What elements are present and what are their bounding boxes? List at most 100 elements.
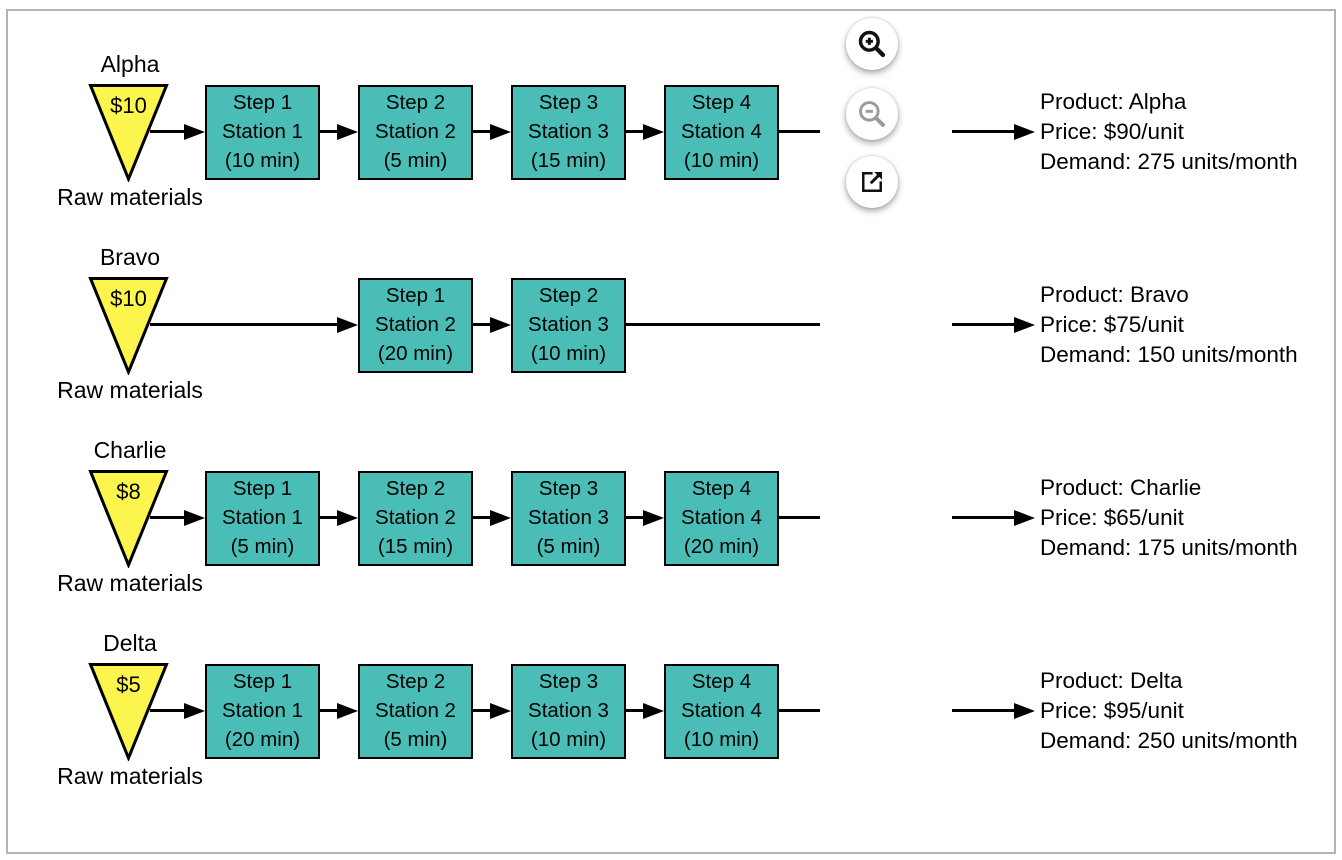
station-label: Station 4: [681, 120, 762, 143]
connector-line: [952, 709, 1014, 712]
price-line: Price: $95/unit: [1040, 698, 1184, 723]
product-line: Product: Delta: [1040, 668, 1183, 693]
process-step-box: Step 1 Station 1 (20 min): [205, 664, 320, 759]
raw-materials-label: Raw materials: [57, 763, 203, 789]
station-label: Station 4: [681, 506, 762, 529]
time-label: (20 min): [683, 535, 760, 558]
product-info: Product: Charlie Price: $65/unit Demand:…: [1040, 473, 1298, 563]
open-external-button[interactable]: [846, 156, 898, 208]
product-name-label: Alpha: [100, 51, 160, 77]
connector-line: [150, 130, 184, 133]
arrowhead: [1014, 124, 1035, 140]
raw-material-cost: $8: [116, 479, 141, 504]
time-label: (5 min): [383, 728, 448, 751]
connector-line: [320, 709, 337, 712]
raw-materials-triangle-icon: [88, 470, 169, 568]
raw-material-cost: $10: [110, 286, 147, 311]
product-info: Product: Bravo Price: $75/unit Demand: 1…: [1040, 280, 1298, 370]
demand-line: Demand: 275 units/month: [1040, 149, 1298, 174]
diagram-frame: [6, 9, 1336, 854]
arrowhead: [184, 124, 205, 140]
arrowhead: [1014, 703, 1035, 719]
process-step-box: Step 3 Station 3 (5 min): [511, 471, 626, 566]
connector-line: [473, 709, 490, 712]
process-step-box: Step 2 Station 2 (5 min): [358, 664, 473, 759]
station-label: Station 3: [528, 699, 609, 722]
arrowhead: [337, 124, 358, 140]
step-label: Step 1: [385, 284, 446, 307]
station-label: Station 3: [528, 506, 609, 529]
process-step-box: Step 1 Station 1 (5 min): [205, 471, 320, 566]
connector-line: [626, 323, 820, 326]
process-step-box: Step 1 Station 2 (20 min): [358, 278, 473, 373]
raw-materials-triangle-icon: [88, 277, 169, 375]
raw-materials-triangle-icon: [88, 84, 169, 182]
arrowhead: [643, 703, 664, 719]
station-label: Station 3: [528, 313, 609, 336]
connector-line: [779, 130, 820, 133]
arrowhead: [643, 510, 664, 526]
product-line: Product: Alpha: [1040, 89, 1187, 114]
product-name-label: Delta: [103, 630, 157, 656]
demand-line: Demand: 175 units/month: [1040, 535, 1298, 560]
lane-bravo: Bravo $10 Raw materials Step 1 Station 2…: [0, 244, 1342, 403]
zoom-in-icon: [858, 30, 886, 58]
process-step-box: Step 2 Station 3 (10 min): [511, 278, 626, 373]
connector-line: [473, 323, 490, 326]
process-step-box: Step 1 Station 1 (10 min): [205, 85, 320, 180]
station-label: Station 1: [222, 120, 303, 143]
zoom-in-button[interactable]: [846, 18, 898, 70]
step-label: Step 4: [691, 477, 752, 500]
arrowhead: [643, 124, 664, 140]
connector-line: [626, 130, 643, 133]
time-label: (15 min): [377, 535, 454, 558]
connector-line: [779, 516, 820, 519]
raw-materials-label: Raw materials: [57, 570, 203, 596]
time-label: (10 min): [683, 149, 760, 172]
step-label: Step 1: [232, 477, 293, 500]
price-line: Price: $65/unit: [1040, 505, 1184, 530]
product-name-label: Bravo: [99, 244, 161, 270]
connector-line: [626, 516, 643, 519]
step-label: Step 1: [232, 670, 293, 693]
station-label: Station 3: [528, 120, 609, 143]
arrowhead: [490, 124, 511, 140]
time-label: (10 min): [224, 149, 301, 172]
open-external-icon: [862, 172, 882, 192]
raw-material-cost: $5: [116, 672, 141, 697]
step-label: Step 2: [538, 284, 599, 307]
time-label: (15 min): [530, 149, 607, 172]
raw-materials-triangle-icon: [88, 663, 169, 761]
station-label: Station 4: [681, 699, 762, 722]
station-label: Station 2: [375, 506, 456, 529]
process-step-box: Step 4 Station 4 (20 min): [664, 471, 779, 566]
step-label: Step 1: [232, 91, 293, 114]
arrowhead: [337, 703, 358, 719]
arrowhead: [184, 510, 205, 526]
station-label: Station 1: [222, 699, 303, 722]
raw-material-cost: $10: [110, 93, 147, 118]
time-label: (5 min): [536, 535, 601, 558]
time-label: (5 min): [383, 149, 448, 172]
station-label: Station 1: [222, 506, 303, 529]
product-line: Product: Charlie: [1040, 475, 1202, 500]
lane-alpha: Alpha $10 Raw materials Step 1 Station 1…: [0, 51, 1342, 210]
connector-line: [473, 516, 490, 519]
product-info: Product: Delta Price: $95/unit Demand: 2…: [1040, 666, 1298, 756]
lane-charlie: Charlie $8 Raw materials Step 1 Station …: [0, 437, 1342, 596]
connector-line: [952, 130, 1014, 133]
process-step-box: Step 3 Station 3 (10 min): [511, 664, 626, 759]
station-label: Station 2: [375, 699, 456, 722]
time-label: (5 min): [230, 535, 295, 558]
step-label: Step 4: [691, 91, 752, 114]
zoom-out-button[interactable]: [846, 88, 898, 140]
arrowhead: [490, 703, 511, 719]
raw-materials-label: Raw materials: [57, 377, 203, 403]
connector-line: [779, 709, 820, 712]
time-label: (10 min): [530, 342, 607, 365]
connector-line: [320, 130, 337, 133]
process-step-box: Step 4 Station 4 (10 min): [664, 664, 779, 759]
time-label: (20 min): [224, 728, 301, 751]
connector-line: [952, 516, 1014, 519]
step-label: Step 2: [385, 670, 446, 693]
